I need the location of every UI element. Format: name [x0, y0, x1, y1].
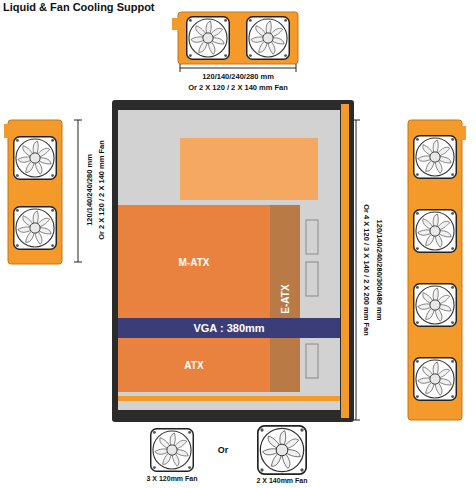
top-radiator [172, 12, 298, 64]
fan-icon [247, 17, 290, 60]
radiator-plate [408, 120, 462, 420]
case-frame [112, 100, 354, 422]
diagram-title: Liquid & Fan Cooling Suppot [3, 1, 155, 13]
gpu-band: VGA : 380mm [118, 318, 340, 338]
expansion-slots [306, 220, 318, 378]
slot [306, 262, 318, 296]
dimension-label: 120/140/240/280 mm [86, 154, 94, 226]
dimension-label: Or 2 X 120 / 2 X 140 mm Fan [98, 140, 106, 240]
dimension-label: 3 X 120mm Fan [147, 475, 198, 483]
board-area: M-ATX [118, 205, 270, 318]
bracket-tick [74, 262, 82, 263]
radiator-tab [172, 18, 180, 30]
fan-icon [414, 136, 457, 179]
fan-icon [414, 210, 457, 253]
board-area: ATX [118, 338, 270, 392]
fan-icon [14, 137, 57, 180]
fan-icon [414, 284, 457, 327]
case-strip [118, 396, 340, 401]
box-label: VGA : 380mm [193, 322, 264, 334]
fan-icon [414, 358, 457, 401]
dimension-label: Or 4 X 120 / 3 X 140 / 2 X 200 mm Fan [362, 204, 370, 336]
bracket-line [180, 68, 296, 69]
radiator-tab [4, 124, 10, 138]
slot [306, 344, 318, 378]
right-radiator [408, 120, 466, 420]
box-label: M-ATX [179, 256, 210, 267]
top-mount-area [180, 138, 318, 200]
fan-icon [151, 429, 194, 472]
dimension-label: 2 X 140mm Fan [257, 477, 308, 485]
dimension-label: 120/140/240/280/360/480 mm [375, 220, 383, 321]
radiator-tab [460, 126, 466, 140]
dimension-label: Or 2 X 120 / 2 X 140 mm Fan [188, 84, 288, 92]
dimension-label: 120/140/240/280 mm [202, 73, 274, 81]
fan-icon [14, 207, 57, 250]
case-interior [118, 110, 340, 410]
box-label: E-ATX [280, 284, 291, 313]
dimension-bracket [180, 64, 296, 72]
case-strip [341, 104, 349, 418]
board-area: E-ATX [270, 205, 300, 392]
radiator-plate [178, 12, 298, 64]
bracket-line [356, 120, 357, 420]
fan-icon [258, 426, 306, 474]
dimension-bracket [74, 120, 82, 262]
dimension-label: Or [218, 446, 229, 456]
bracket-line [78, 120, 79, 262]
slot [306, 220, 318, 254]
box-label: ATX [184, 360, 203, 371]
bracket-tick [180, 64, 181, 72]
bracket-tick [296, 64, 297, 72]
pc-case [112, 100, 354, 422]
left-radiator [4, 120, 62, 264]
bracket-tick [74, 120, 82, 121]
fan-icon [187, 17, 230, 60]
radiator-plate [8, 120, 62, 264]
